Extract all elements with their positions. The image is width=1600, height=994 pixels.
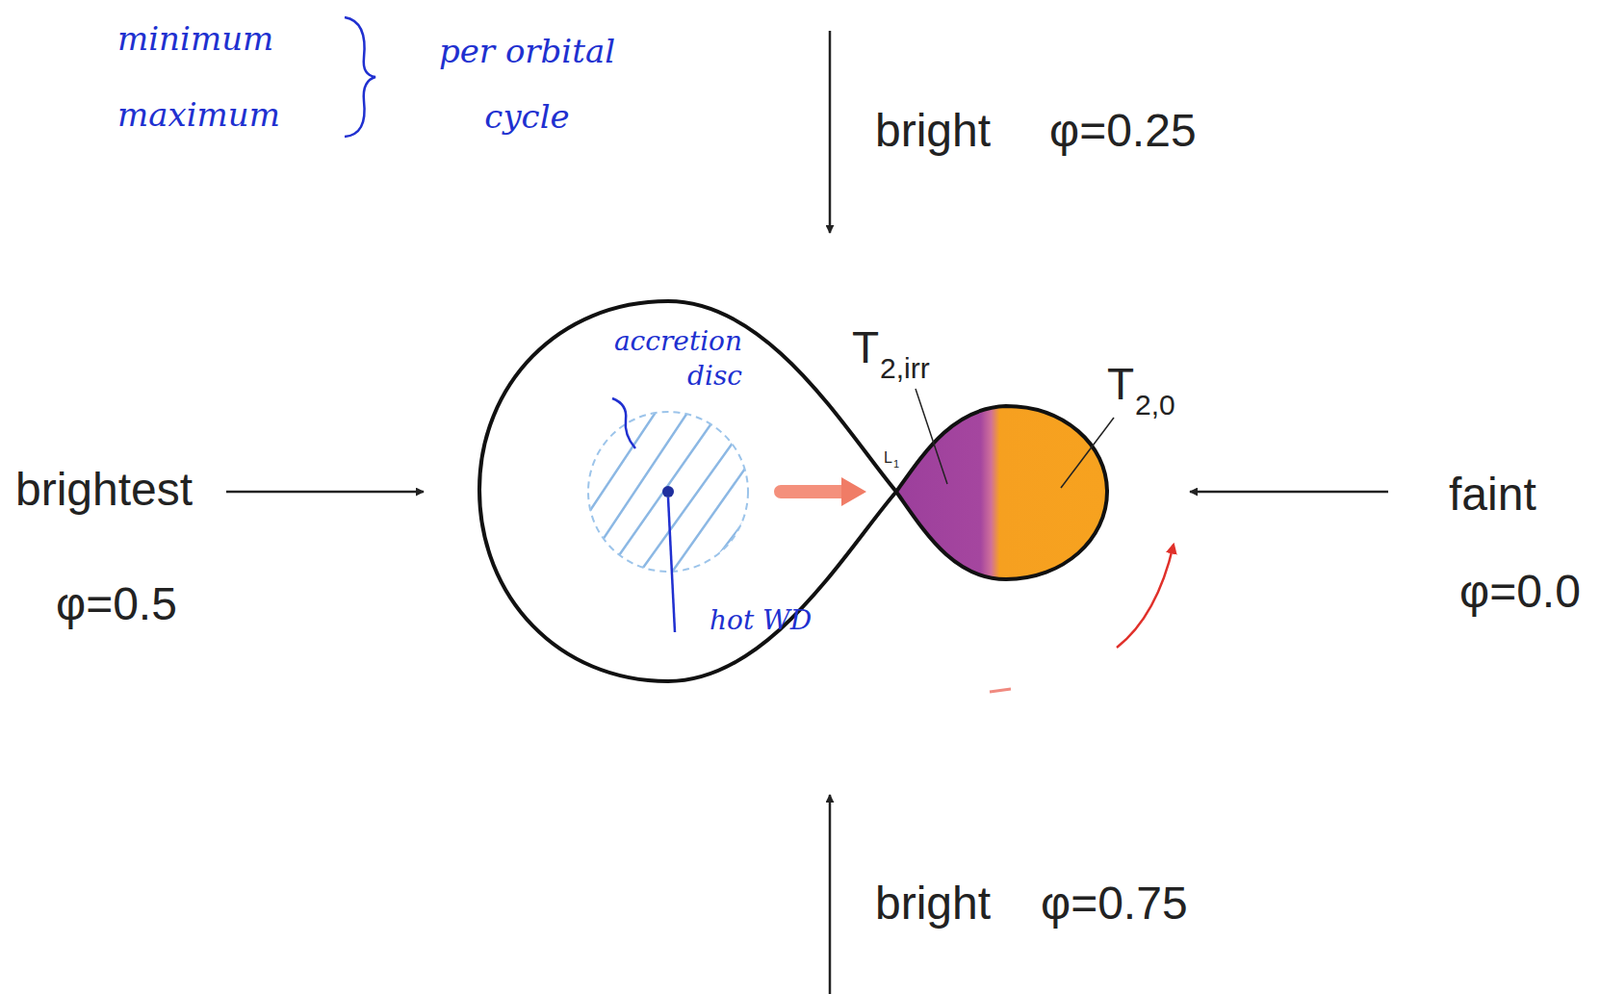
temperature-subscript: 2,0	[1135, 387, 1176, 423]
leader-brace	[612, 398, 636, 449]
phase-label: φ=0.5	[55, 576, 178, 633]
view-arrow	[1189, 490, 1389, 494]
leader-line	[668, 497, 675, 633]
brightness-label: bright	[875, 876, 991, 932]
temperature-subscript: 2,irr	[879, 351, 930, 387]
view-arrow	[828, 795, 832, 994]
lagrange-subscript: 1	[893, 458, 900, 471]
brightness-label: brightest	[15, 462, 193, 518]
leader-line	[915, 388, 948, 485]
view-arrow	[828, 30, 832, 233]
primary-roche-lobe	[479, 301, 897, 682]
hatch-lines	[505, 385, 800, 607]
temperature-label: T	[1107, 358, 1135, 412]
orbit-mark	[989, 689, 1011, 693]
orbit-arrow	[1116, 544, 1174, 648]
donor-star	[896, 406, 1108, 580]
handwritten-note: per orbital cycle	[423, 18, 631, 150]
handwritten-note: minimum	[117, 19, 274, 59]
white-dwarf	[662, 486, 674, 498]
disc-hatching	[505, 385, 800, 607]
brightness-label: bright	[875, 103, 991, 159]
temperature-label: T	[851, 321, 879, 375]
leader-line	[1060, 417, 1114, 489]
view-arrow	[226, 490, 424, 494]
irradiation-arrow	[780, 485, 846, 499]
curly-bracket	[344, 17, 376, 137]
lagrange-point: L	[883, 448, 893, 467]
brightness-label: faint	[1448, 466, 1537, 523]
handwritten-label: accretion disc	[583, 324, 743, 395]
phase-label: φ=0.75	[1040, 876, 1188, 932]
handwritten-label: hot WD	[709, 604, 812, 638]
phase-label: φ=0.0	[1459, 564, 1581, 620]
phase-label: φ=0.25	[1049, 103, 1197, 159]
irradiation-arrow-head	[841, 477, 867, 507]
handwritten-note: maximum	[117, 95, 281, 135]
accretion-disc	[588, 412, 749, 572]
